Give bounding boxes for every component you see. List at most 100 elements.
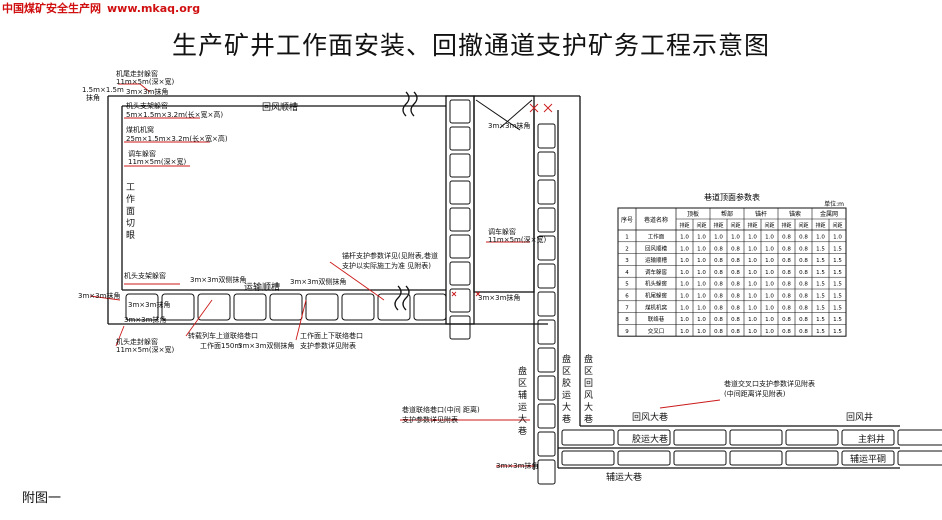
table-cell: 1.0 bbox=[680, 305, 689, 311]
table-subheader: 排距 bbox=[713, 222, 723, 229]
support-block bbox=[449, 180, 471, 205]
table-cell: 1.0 bbox=[748, 282, 757, 288]
table-cell: 1.0 bbox=[765, 258, 774, 264]
support-block bbox=[125, 293, 159, 321]
table-cell: 1.0 bbox=[765, 270, 774, 276]
table-cell: 交叉口 bbox=[648, 327, 665, 335]
table-cell: 煤机机窝 bbox=[645, 303, 668, 311]
label-right-turn-2: 11m×5m(深×宽) bbox=[488, 235, 546, 244]
support-block bbox=[537, 151, 556, 177]
table-cell: 1.0 bbox=[697, 317, 706, 323]
table-cell: 0.8 bbox=[799, 282, 808, 288]
label-top-chamber-2: 11m×5m(深×宽) bbox=[116, 77, 174, 86]
support-block bbox=[785, 450, 839, 466]
table-cell: 0.8 bbox=[714, 294, 723, 300]
label-right-note-1: 巷道交叉口支护参数详见附表 bbox=[724, 379, 815, 388]
table-cell: 1.0 bbox=[714, 235, 723, 241]
table-cell: 1.0 bbox=[731, 235, 740, 241]
table-cell: 1.5 bbox=[816, 258, 825, 264]
table-cell: 0.8 bbox=[799, 305, 808, 311]
table-cell: 0.8 bbox=[731, 282, 740, 288]
table-cell: 0.8 bbox=[799, 258, 808, 264]
table-cell: 1.5 bbox=[833, 282, 842, 288]
table-cell: 工作面 bbox=[648, 233, 665, 241]
label-coal-machine-1: 煤机机窝 bbox=[126, 125, 154, 134]
label-belt-main: 胶运大巷 bbox=[632, 433, 668, 445]
table-cell: 3 bbox=[625, 258, 629, 264]
table-cell: 0.8 bbox=[799, 317, 808, 323]
table-cell: 0.8 bbox=[782, 317, 791, 323]
table-header-group-2: 锚杆 bbox=[755, 210, 767, 218]
break-mark-top bbox=[402, 91, 418, 117]
table-cell: 0.8 bbox=[714, 329, 723, 335]
support-block bbox=[269, 293, 303, 321]
table-cell: 0.8 bbox=[782, 235, 791, 241]
label-bl-head-1: 机头支架躲窖 bbox=[124, 271, 166, 280]
support-block bbox=[377, 293, 411, 321]
label-top-chamber-1: 机尾走封躲窖 bbox=[116, 69, 158, 78]
table-cell: 1 bbox=[625, 235, 629, 241]
table-cell: 0.8 bbox=[782, 270, 791, 276]
support-block bbox=[537, 179, 556, 205]
table-cell: 1.0 bbox=[765, 246, 774, 252]
label-tail-chamber-2: 11m×5m(深×宽) bbox=[116, 345, 174, 354]
table-cell: 0.8 bbox=[731, 294, 740, 300]
table-cell: 1.0 bbox=[680, 282, 689, 288]
label-shaft-note-1: 工作面上下联络巷口 bbox=[300, 331, 363, 340]
table-cell: 机头躲窖 bbox=[645, 280, 668, 288]
table-cell: 1.0 bbox=[748, 305, 757, 311]
label-bottom-corner: 3m×3m抹角 bbox=[496, 461, 538, 470]
table-subheader: 排距 bbox=[815, 222, 825, 229]
table-subheader: 排距 bbox=[679, 222, 689, 229]
table-header-group-4: 金属网 bbox=[820, 210, 838, 218]
leader-top-chamber bbox=[118, 83, 151, 93]
label-low-note-2: 支护参数详见附表 bbox=[402, 415, 458, 424]
table-cell: 1.0 bbox=[697, 329, 706, 335]
table-cell: 0.8 bbox=[714, 282, 723, 288]
support-block bbox=[561, 450, 615, 466]
table-cell: 1.0 bbox=[765, 282, 774, 288]
table-cell: 1.0 bbox=[833, 235, 842, 241]
support-block bbox=[537, 319, 556, 345]
label-train-note-3: 3m×3m双侧抹角 bbox=[238, 341, 294, 350]
table-cell: 机尾躲窖 bbox=[645, 292, 668, 300]
table-cell: 调车躲窖 bbox=[645, 268, 668, 276]
table-cell: 0.8 bbox=[731, 270, 740, 276]
table-cell: 6 bbox=[625, 294, 629, 300]
support-block bbox=[233, 293, 267, 321]
watermark-site: 中国煤矿安全生产网 bbox=[2, 2, 101, 15]
label-return-main: 回风大巷 bbox=[632, 411, 668, 423]
table-cell: 1.0 bbox=[748, 329, 757, 335]
support-block bbox=[537, 207, 556, 233]
support-block bbox=[537, 431, 556, 457]
table-cell: 0.8 bbox=[782, 246, 791, 252]
table-cell: 1.5 bbox=[816, 317, 825, 323]
table-cell: 1.0 bbox=[680, 294, 689, 300]
table-cell: 1.0 bbox=[697, 294, 706, 300]
table-subheader: 间距 bbox=[696, 222, 706, 229]
label-dist-transport: 盘区辅运大巷 bbox=[518, 365, 527, 437]
label-wall-note-2: 支护以实际施工为准 见附表) bbox=[342, 261, 431, 270]
support-block bbox=[449, 261, 471, 286]
table-cell: 0.8 bbox=[799, 270, 808, 276]
support-block bbox=[673, 429, 727, 446]
support-block bbox=[897, 429, 942, 446]
leader-shaft bbox=[295, 299, 307, 341]
label-right-turn-1: 调车躲窖 bbox=[488, 227, 516, 236]
support-parameter-table: 巷道顶面参数表单位:m序号巷道名称顶板排距间距帮部排距间距锚杆排距间距锚索排距间… bbox=[617, 192, 847, 337]
table-cell: 0.8 bbox=[782, 294, 791, 300]
table-title: 巷道顶面参数表 bbox=[704, 192, 760, 202]
table-cell: 1.5 bbox=[833, 305, 842, 311]
table-cell: 0.8 bbox=[731, 258, 740, 264]
label-wall-note-1: 锚杆支护参数详见(见附表,巷道 bbox=[342, 251, 438, 260]
table-cell: 0.8 bbox=[799, 235, 808, 241]
table-cell: 1.5 bbox=[816, 246, 825, 252]
label-left-corner-small: 3m×3m抹角 bbox=[124, 315, 166, 324]
label-corner-word: 抹角 bbox=[86, 93, 100, 102]
table-subheader: 排距 bbox=[781, 222, 791, 229]
table-cell: 0.8 bbox=[714, 305, 723, 311]
watermark-url: www.mkaq.org bbox=[107, 2, 201, 15]
leader-tail-chamber bbox=[115, 325, 125, 347]
label-aux-main: 辅运大巷 bbox=[606, 471, 642, 483]
